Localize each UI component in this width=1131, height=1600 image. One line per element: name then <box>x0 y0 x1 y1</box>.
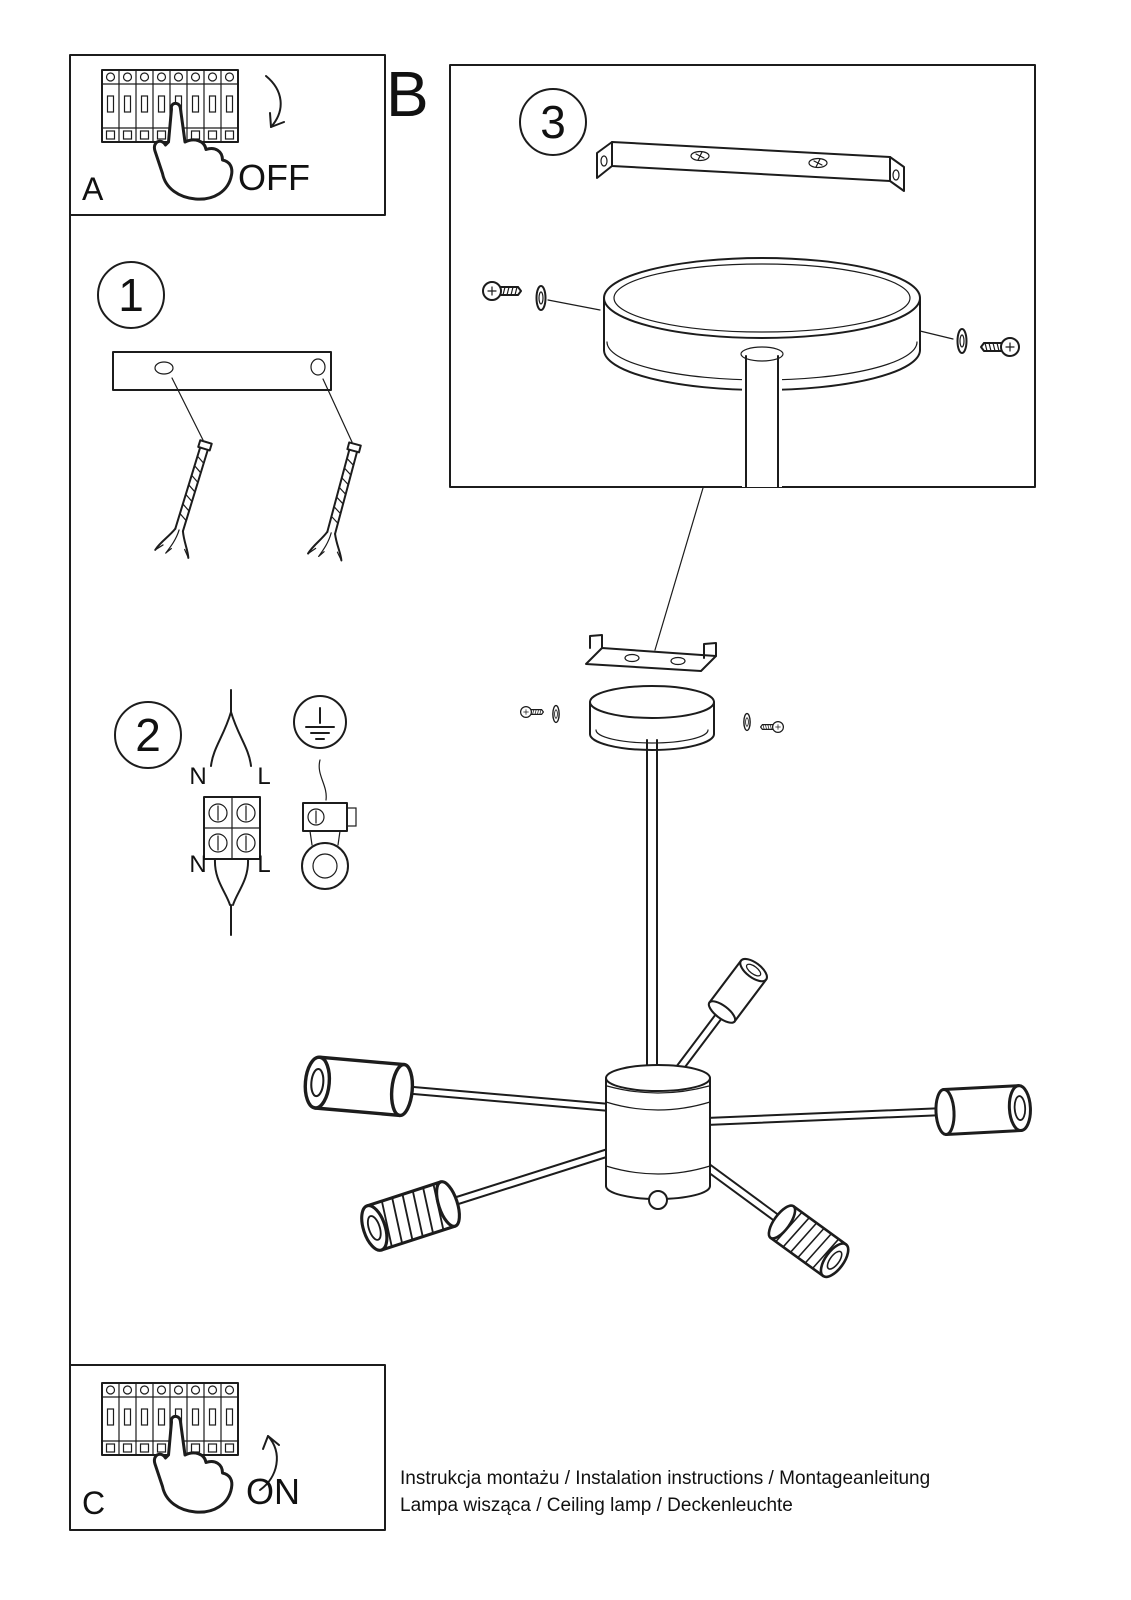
lamp-assembly-figure <box>301 487 1034 1283</box>
lamp-arm-left <box>401 1085 611 1112</box>
power-off-arrow-icon <box>265 75 285 128</box>
pointing-hand-icon <box>152 1414 234 1514</box>
panel-a-state: OFF <box>238 157 310 198</box>
grounding-symbol-icon <box>293 695 347 749</box>
hub-finial-knob <box>648 1190 668 1210</box>
ceiling-canopy-figure <box>603 257 921 488</box>
panel-a-label: A <box>82 171 104 207</box>
lamp-arm-right <box>705 1107 946 1126</box>
terminal-block-figure <box>203 796 261 860</box>
lamp-arm-lower-left <box>446 1146 617 1208</box>
lamp-downrod <box>646 739 658 1067</box>
machine-screw-icon <box>759 720 785 734</box>
lamp-bracket-figure <box>585 634 717 672</box>
lamp-socket-lower-right <box>762 1200 855 1283</box>
step-1-badge: 1 <box>97 261 165 329</box>
detail-callout-line <box>654 487 704 651</box>
anchor-guide-line <box>171 377 204 441</box>
wall-anchor-icon <box>307 438 373 564</box>
machine-screw-icon <box>980 337 1020 357</box>
lamp-hub-figure <box>605 1064 711 1210</box>
ground-clamp-figure <box>301 759 357 890</box>
mounting-bracket-figure <box>596 141 905 192</box>
lamp-socket-right <box>933 1083 1034 1137</box>
step-3-badge: 3 <box>519 88 587 156</box>
wall-mount-strip <box>112 351 332 391</box>
wire-label-l-top: L <box>257 763 270 790</box>
step-2-number: 2 <box>135 709 161 761</box>
wire-label-n-bottom: N <box>189 851 206 878</box>
washer-icon <box>552 704 560 724</box>
bracket-screw-hole-icon <box>808 157 828 169</box>
canopy-rod-hole <box>740 346 784 362</box>
step-1-number: 1 <box>118 269 144 321</box>
step-2-figure: 2 N L N L <box>114 689 357 936</box>
panel-a-border <box>69 54 386 216</box>
lamp-canopy-figure <box>589 685 715 751</box>
bracket-screw-hole-icon <box>690 150 710 162</box>
pointing-hand-icon <box>152 101 234 201</box>
washer-icon <box>956 328 968 354</box>
step-3-detail-box: 3 <box>449 64 1036 488</box>
machine-screw-icon <box>519 705 545 719</box>
wire-label-n-top: N <box>189 763 206 790</box>
lamp-socket-upper <box>704 953 772 1028</box>
wall-anchor-icon <box>154 436 224 561</box>
lamp-socket-left <box>301 1054 417 1118</box>
power-on-arrow-icon <box>259 1435 280 1491</box>
section-b-label: B <box>386 58 429 130</box>
panel-a-box: A OFF <box>69 54 386 216</box>
machine-screw-icon <box>482 281 522 301</box>
panel-c-state: ON <box>246 1471 300 1512</box>
canopy-downrod <box>745 355 779 488</box>
panel-c-box: C ON <box>69 1364 386 1531</box>
mount-hole <box>154 361 174 375</box>
panel-c-label: C <box>82 1485 105 1521</box>
lamp-socket-lower-left <box>355 1177 466 1255</box>
step-2-badge: 2 <box>114 701 182 769</box>
panel-c-border <box>69 1364 386 1531</box>
wire-fork-figure <box>210 689 252 767</box>
footer-line-2: Lampa wisząca / Ceiling lamp / Deckenleu… <box>400 1495 793 1516</box>
screw-guide-line <box>547 299 601 311</box>
step-1-figure: 1 <box>97 261 373 564</box>
mount-hole <box>310 358 326 376</box>
screw-guide-line <box>919 330 954 340</box>
washer-icon <box>535 285 547 311</box>
lamp-arms <box>401 1009 946 1226</box>
footer-line-1: Instrukcja montażu / Instalation instruc… <box>400 1468 930 1489</box>
wire-label-l-bottom: L <box>257 851 270 878</box>
washer-icon <box>743 712 751 732</box>
anchor-guide-line <box>322 378 353 443</box>
wire-merge-figure <box>213 858 250 936</box>
step-3-number: 3 <box>540 96 566 148</box>
